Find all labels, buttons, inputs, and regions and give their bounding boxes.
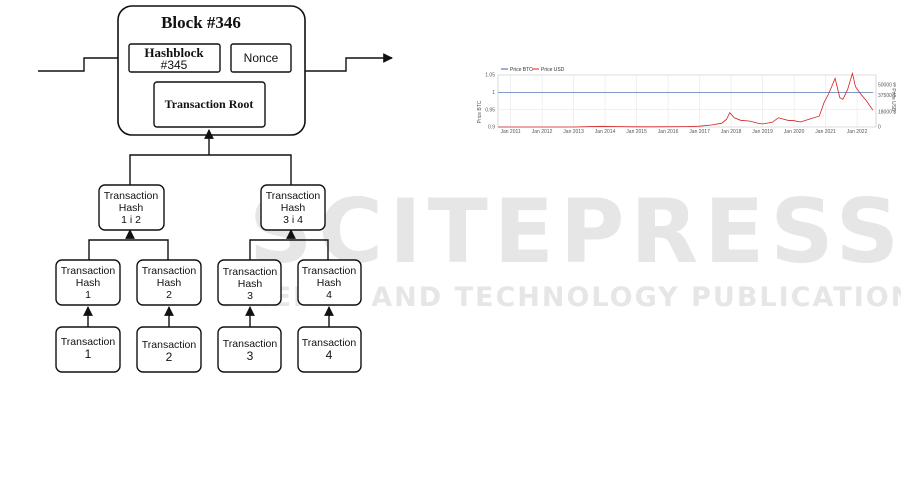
- transaction-root-box: [153, 81, 266, 128]
- hash-3-line1: Transaction: [223, 266, 278, 278]
- hashblock-label: Hashblock: [144, 45, 204, 60]
- hash34-connector: [249, 239, 329, 260]
- y-tick-left-label: 0.9: [488, 125, 495, 131]
- plot-frame: [497, 74, 877, 128]
- hash-4-box: [297, 259, 362, 306]
- hash-3-box: [217, 259, 282, 306]
- hash-1-2-line2: Hash: [119, 202, 144, 214]
- hash-2-box: [136, 259, 202, 306]
- transaction-4-line1: Transaction: [302, 337, 357, 349]
- y-tick-left-label: 1: [492, 90, 495, 96]
- x-tick-label: Jan 2017: [689, 129, 710, 135]
- x-tick-label: Jan 2016: [658, 129, 679, 135]
- y-tick-right-label: 0: [878, 125, 881, 131]
- root-connector: [129, 154, 292, 185]
- y-tick-right-label: 37500 $: [878, 93, 896, 99]
- x-tick-label: Jan 2015: [626, 129, 647, 135]
- hash12-connector: [88, 239, 169, 260]
- transaction-2-box: [136, 326, 202, 373]
- y-axis-left-label: Price BTC: [477, 100, 483, 123]
- transaction-1-line2: 1: [85, 347, 92, 361]
- y-axis-right-label: Price USD: [890, 88, 896, 112]
- transaction-3-box: [217, 326, 282, 373]
- transaction-4-line2: 4: [326, 348, 333, 362]
- nonce-label: Nonce: [244, 51, 279, 65]
- hash-2-line2: Hash: [157, 277, 182, 289]
- hash-3-line2: Hash: [238, 278, 263, 290]
- x-tick-label: Jan 2011: [500, 129, 520, 135]
- hash-3-line3: 3: [247, 290, 253, 302]
- y-tick-right-label: 18000 $: [878, 110, 896, 116]
- hash-2-line1: Transaction: [142, 265, 197, 277]
- hash-2-line3: 2: [166, 289, 172, 301]
- transaction-root-label: Transaction Root: [165, 97, 254, 111]
- chart-grid: [498, 74, 876, 128]
- chart-series: [498, 71, 874, 128]
- transaction-3-line1: Transaction: [223, 338, 278, 350]
- hash-3-4-line1: Transaction: [266, 190, 321, 202]
- outgoing-link-arrow: [305, 53, 393, 72]
- x-tick-label: Jan 2018: [721, 129, 742, 135]
- hash-1-2-box: [98, 184, 165, 231]
- hash-1-2-line3: 1 i 2: [121, 214, 141, 226]
- y-tick-left-label: 0.95: [485, 107, 495, 113]
- x-tick-label: Jan 2022: [847, 129, 868, 135]
- transaction-2-line1: Transaction: [142, 339, 197, 351]
- y-tick-right-label: 50000 $: [878, 83, 896, 89]
- y-tick-left-label: 1.05: [485, 73, 495, 79]
- transaction-2-line2: 2: [166, 350, 173, 364]
- hash-1-line1: Transaction: [61, 265, 116, 277]
- hash-4-line1: Transaction: [302, 265, 357, 277]
- x-tick-label: Jan 2012: [532, 129, 553, 135]
- x-tick-label: Jan 2014: [595, 129, 616, 135]
- transaction-1-box: [55, 326, 121, 373]
- series-price-usd-line: [498, 71, 874, 128]
- hashblock-number: #345: [161, 58, 188, 72]
- x-tick-label: Jan 2021: [815, 129, 836, 135]
- incoming-link-arrow: [38, 57, 118, 72]
- hash-1-line2: Hash: [76, 277, 101, 289]
- nonce-box: [230, 43, 292, 73]
- block-title: Block #346: [161, 13, 241, 32]
- hash-3-4-box: [260, 184, 326, 231]
- x-tick-label: Jan 2013: [563, 129, 584, 135]
- transaction-1-line1: Transaction: [61, 336, 116, 348]
- hash-4-line3: 4: [326, 289, 332, 301]
- hash-3-4-line3: 3 i 4: [283, 214, 303, 226]
- x-tick-label: Jan 2020: [784, 129, 805, 135]
- hash-1-box: [55, 259, 121, 306]
- chart-legend: Price BTC Price USD: [501, 67, 565, 73]
- x-tick-label: Jan 2019: [752, 129, 773, 135]
- transaction-3-line2: 3: [247, 349, 254, 363]
- hash-3-4-line2: Hash: [281, 202, 306, 214]
- legend-btc-label: Price BTC: [510, 67, 533, 73]
- hashblock-box: [128, 43, 221, 73]
- hash-1-line3: 1: [85, 289, 91, 301]
- legend-usd-label: Price USD: [541, 67, 565, 73]
- transaction-4-box: [297, 326, 362, 373]
- hash-4-line2: Hash: [317, 277, 342, 289]
- chart-ticks: Jan 2011 Jan 2012 Jan 2013 Jan 2014 Jan 2015…: [485, 73, 896, 135]
- hash-1-2-line1: Transaction: [104, 190, 159, 202]
